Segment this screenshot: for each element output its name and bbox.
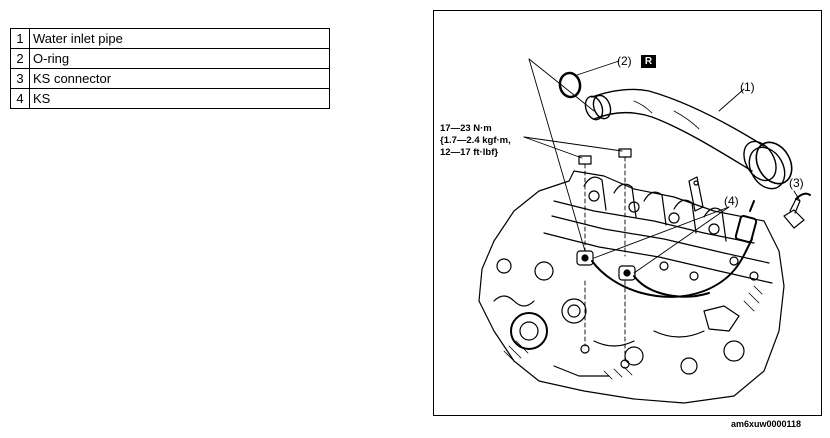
torque-bolts (578, 148, 632, 369)
torque-spec-line-3: 12—17 ft·lbf} (440, 147, 499, 158)
ks-harness (591, 200, 758, 298)
table-row: 1 Water inlet pipe (10, 28, 330, 49)
table-row: 2 O-ring (10, 48, 330, 69)
table-row: 4 KS (10, 88, 330, 109)
part-name: KS connector (29, 68, 330, 89)
figure-id: am6xuw0000118 (731, 419, 802, 429)
part-number: 4 (10, 88, 30, 109)
water-inlet-pipe (584, 88, 793, 190)
callout-water-inlet-pipe: (1) (740, 80, 755, 94)
part-number: 1 (10, 28, 30, 49)
replace-badge: R (641, 55, 656, 68)
torque-spec-line-2: {1.7—2.4 kgf·m, (440, 135, 511, 146)
callout-ks: (4) (724, 194, 739, 208)
leader-lines (523, 58, 801, 274)
parts-table: 1 Water inlet pipe 2 O-ring 3 KS connect… (10, 28, 330, 109)
callout-ks-connector: (3) (789, 176, 804, 190)
part-name: Water inlet pipe (29, 28, 330, 49)
ks-connector (783, 192, 811, 229)
table-row: 3 KS connector (10, 68, 330, 89)
callout-o-ring: (2) (617, 54, 632, 68)
engine-diagram (478, 58, 811, 404)
part-number: 3 (10, 68, 30, 89)
part-number: 2 (10, 48, 30, 69)
part-name: KS (29, 88, 330, 109)
diagram-frame: 17—23 N·m {1.7—2.4 kgf·m, 12—17 ft·lbf} … (433, 10, 822, 416)
knock-sensors (576, 250, 636, 281)
torque-spec-line-1: 17—23 N·m (440, 123, 492, 134)
part-name: O-ring (29, 48, 330, 69)
o-ring (558, 71, 582, 99)
engine-block (478, 170, 785, 404)
